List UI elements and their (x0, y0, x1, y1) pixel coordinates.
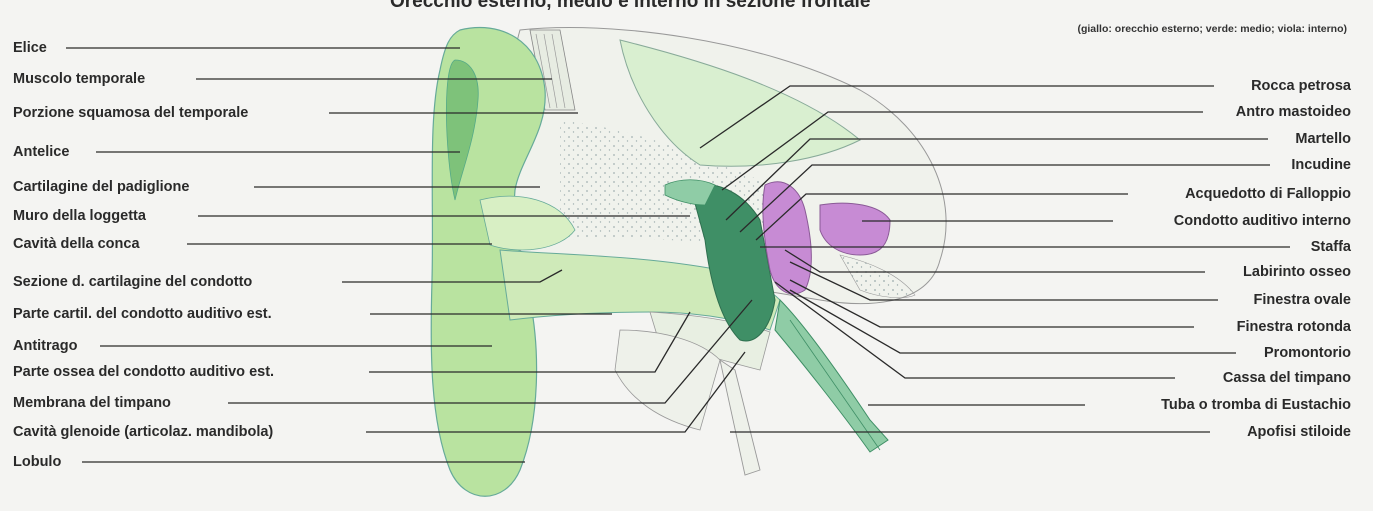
label-staffa: Staffa (1311, 239, 1351, 255)
label-antitrago: Antitrago (13, 338, 77, 354)
label-antelice: Antelice (13, 144, 69, 160)
label-rocca-petrosa: Rocca petrosa (1251, 78, 1351, 94)
label-muscolo-temporale: Muscolo temporale (13, 71, 145, 87)
label-parte-cartil-condotto: Parte cartil. del condotto auditivo est. (13, 306, 272, 322)
label-cavita-glenoide: Cavità glenoide (articolaz. mandibola) (13, 424, 273, 440)
label-sezione-cartilagine: Sezione d. cartilagine del condotto (13, 274, 252, 290)
label-labirinto-osseo: Labirinto osseo (1243, 264, 1351, 280)
label-apofisi-stiloide: Apofisi stiloide (1247, 424, 1351, 440)
label-promontorio: Promontorio (1264, 345, 1351, 361)
label-cavita-conca: Cavità della conca (13, 236, 140, 252)
label-cassa-timpano: Cassa del timpano (1223, 370, 1351, 386)
label-cartilagine-padiglione: Cartilagine del padiglione (13, 179, 189, 195)
label-muro-loggetta: Muro della loggetta (13, 208, 146, 224)
label-incudine: Incudine (1291, 157, 1351, 173)
label-condotto-auditivo-interno: Condotto auditivo interno (1174, 213, 1351, 229)
label-elice: Elice (13, 40, 47, 56)
label-tuba-eustachio: Tuba o tromba di Eustachio (1161, 397, 1351, 413)
label-finestra-rotonda: Finestra rotonda (1237, 319, 1351, 335)
label-finestra-ovale: Finestra ovale (1253, 292, 1351, 308)
label-antro-mastoideo: Antro mastoideo (1236, 104, 1351, 120)
label-porzione-squamosa: Porzione squamosa del temporale (13, 105, 248, 121)
label-parte-ossea: Parte ossea del condotto auditivo est. (13, 364, 274, 380)
label-membrana-timpano: Membrana del timpano (13, 395, 171, 411)
label-acquedotto-falloppio: Acquedotto di Falloppio (1185, 186, 1351, 202)
label-martello: Martello (1295, 131, 1351, 147)
label-lobulo: Lobulo (13, 454, 61, 470)
